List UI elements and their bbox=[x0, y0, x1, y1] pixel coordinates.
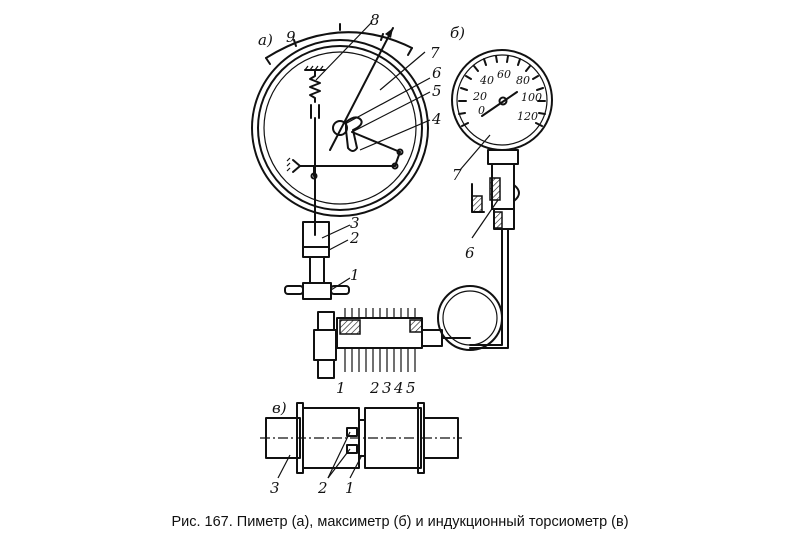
valve-body bbox=[302, 282, 332, 300]
dial-120: 120 bbox=[517, 110, 538, 123]
bellows-label-5: 5 bbox=[406, 379, 416, 397]
label-9: 9 bbox=[286, 28, 296, 46]
maximeter-needle bbox=[481, 91, 518, 117]
bellows-label-2: 2 bbox=[369, 379, 380, 397]
scale-arc-9 bbox=[265, 31, 413, 59]
label-c-1: 1 bbox=[345, 479, 355, 497]
bellows-unit bbox=[313, 308, 471, 379]
spring bbox=[309, 69, 321, 103]
label-c-2: 2 bbox=[317, 479, 328, 497]
panel-c-tag: в) bbox=[272, 399, 287, 417]
label-b-7: 7 bbox=[452, 166, 462, 184]
dial-60: 60 bbox=[497, 68, 511, 81]
dial-40: 40 bbox=[479, 74, 494, 87]
label-c-3: 3 bbox=[270, 479, 280, 497]
dial-80: 80 bbox=[516, 74, 530, 87]
panel-b-tag: б) bbox=[450, 24, 465, 42]
piston bbox=[302, 246, 330, 258]
label-3: 3 bbox=[350, 214, 360, 232]
pointer-needle bbox=[329, 27, 394, 151]
label-7: 7 bbox=[430, 44, 440, 62]
dial-0: 0 bbox=[478, 104, 485, 117]
bellows-label-3: 3 bbox=[382, 379, 392, 397]
capillary-coil bbox=[437, 285, 503, 351]
maximeter-panel-b: б) 0 20 40 60 80 100 120 7 6 bbox=[313, 24, 553, 397]
dial-100: 100 bbox=[521, 91, 542, 104]
label-5: 5 bbox=[432, 82, 442, 100]
label-b-6: 6 bbox=[465, 244, 475, 262]
capillary-tube bbox=[469, 228, 503, 346]
figure-caption: Рис. 167. Пиметр (а), максиметр (б) и ин… bbox=[171, 514, 629, 530]
gauge-case-inner bbox=[257, 45, 423, 211]
bellows-label-1: 1 bbox=[336, 379, 346, 397]
cam bbox=[345, 116, 363, 152]
pimeter-panel-a: а) bbox=[251, 11, 442, 300]
label-1: 1 bbox=[350, 266, 360, 284]
torsiometer-panel-c: в) 3 2 1 bbox=[260, 399, 462, 497]
label-6: 6 bbox=[432, 64, 442, 82]
pointer-hub bbox=[332, 120, 348, 136]
label-4: 4 bbox=[431, 110, 442, 128]
dial-ticks bbox=[458, 55, 546, 127]
panel-a-tag: а) bbox=[258, 31, 273, 49]
label-8: 8 bbox=[370, 11, 380, 29]
bellows-label-4: 4 bbox=[393, 379, 404, 397]
label-2: 2 bbox=[349, 229, 360, 247]
dial-20: 20 bbox=[472, 90, 487, 103]
nut bbox=[487, 149, 519, 165]
gauge-case-outer bbox=[251, 39, 429, 217]
